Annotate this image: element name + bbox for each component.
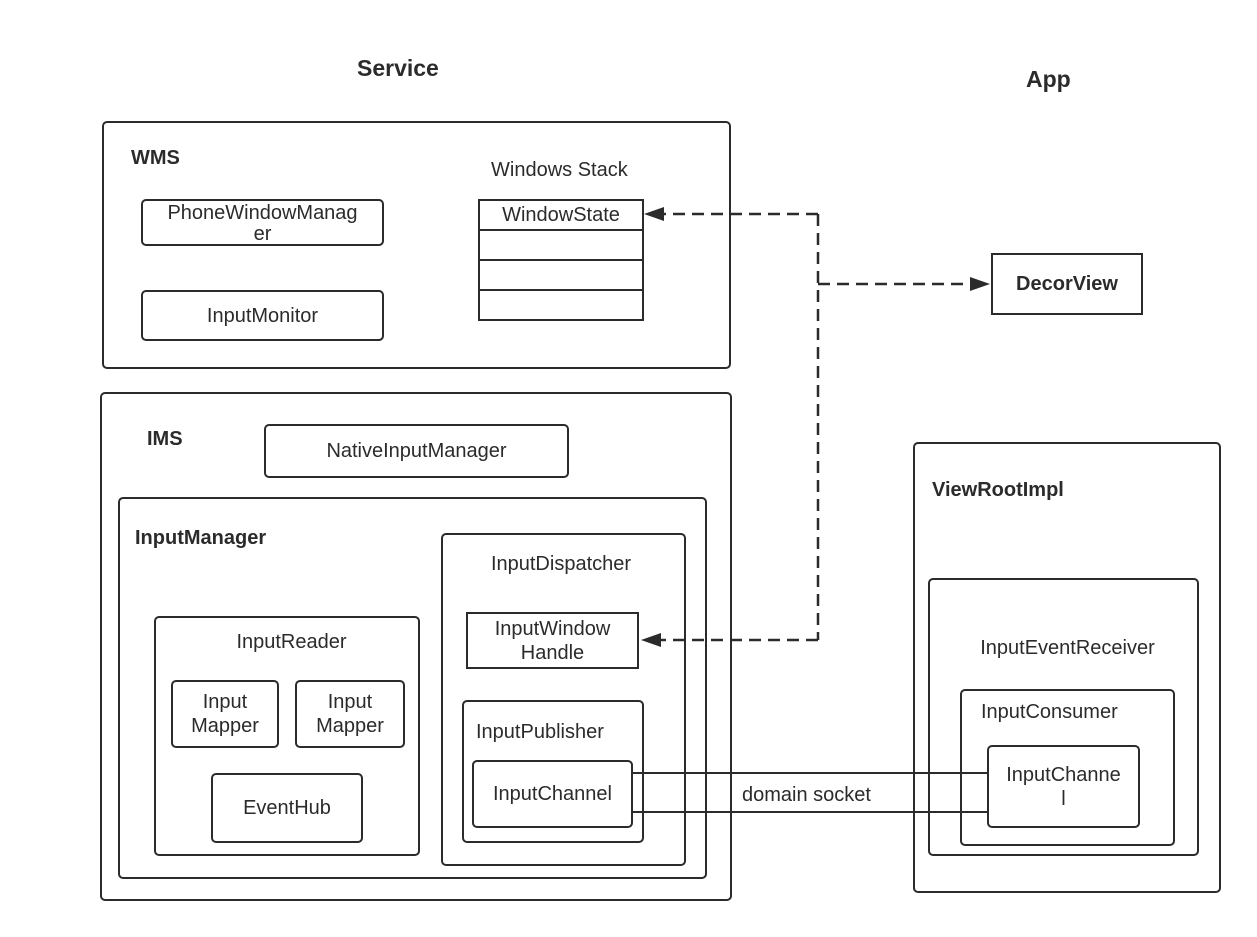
service-heading: Service — [357, 55, 439, 81]
input-monitor-label: InputMonitor — [206, 304, 319, 327]
native-input-manager-label: NativeInputManager — [326, 440, 507, 462]
input-mapper-box: Input Mapper — [171, 680, 279, 748]
view-root-impl-label: ViewRootImpl — [932, 479, 1064, 501]
wms-label: WMS — [131, 147, 180, 169]
app-input-channel-box: InputChanne l — [987, 745, 1140, 828]
app-heading: App — [1026, 66, 1071, 92]
input-mapper-label-line2: Mapper — [191, 715, 259, 737]
input-manager-label: InputManager — [135, 527, 267, 549]
app-input-channel-label-line2: l — [1061, 787, 1066, 810]
input-mapper-box: Input Mapper — [295, 680, 405, 748]
input-monitor-box: InputMonitor — [141, 290, 384, 341]
input-channel-label: InputChannel — [493, 783, 612, 805]
input-window-handle-box: InputWindow Handle — [466, 612, 639, 669]
window-stack-cell — [478, 259, 644, 291]
input-publisher-label: InputPublisher — [476, 721, 604, 743]
input-window-handle-label-line2: Handle — [520, 641, 585, 664]
input-mapper-label-line1: Input — [202, 691, 248, 713]
input-consumer-label: InputConsumer — [981, 701, 1118, 723]
arrowhead-decor-view — [970, 277, 990, 291]
windows-stack-label: Windows Stack — [491, 159, 628, 181]
window-state-cell: WindowState — [478, 199, 644, 231]
input-reader-label: InputReader — [236, 631, 347, 653]
input-window-handle-label-line1: InputWindow — [494, 617, 611, 640]
event-hub-label: EventHub — [243, 797, 331, 819]
input-event-receiver-label: InputEventReceiver — [980, 637, 1155, 659]
phone-window-manager-label-line1: PhoneWindowManag — [167, 201, 358, 224]
window-state-label: WindowState — [502, 204, 620, 226]
decor-view-label: DecorView — [1016, 273, 1118, 295]
input-dispatcher-label: InputDispatcher — [490, 553, 632, 575]
decor-view-box: DecorView — [991, 253, 1143, 315]
event-hub-box: EventHub — [211, 773, 363, 843]
input-channel-box: InputChannel — [472, 760, 633, 828]
native-input-manager-box: NativeInputManager — [264, 424, 569, 478]
window-stack-cell — [478, 229, 644, 261]
app-input-channel-label-line1: InputChanne — [1006, 763, 1121, 786]
input-mapper-label-line2: Mapper — [316, 715, 384, 737]
window-stack-cell — [478, 289, 644, 321]
phone-window-manager-label-line2: er — [253, 222, 272, 245]
phone-window-manager-box: PhoneWindowManag er — [141, 199, 384, 246]
input-mapper-label-line1: Input — [327, 691, 373, 713]
domain-socket-label: domain socket — [742, 784, 871, 806]
ims-label: IMS — [147, 428, 183, 450]
